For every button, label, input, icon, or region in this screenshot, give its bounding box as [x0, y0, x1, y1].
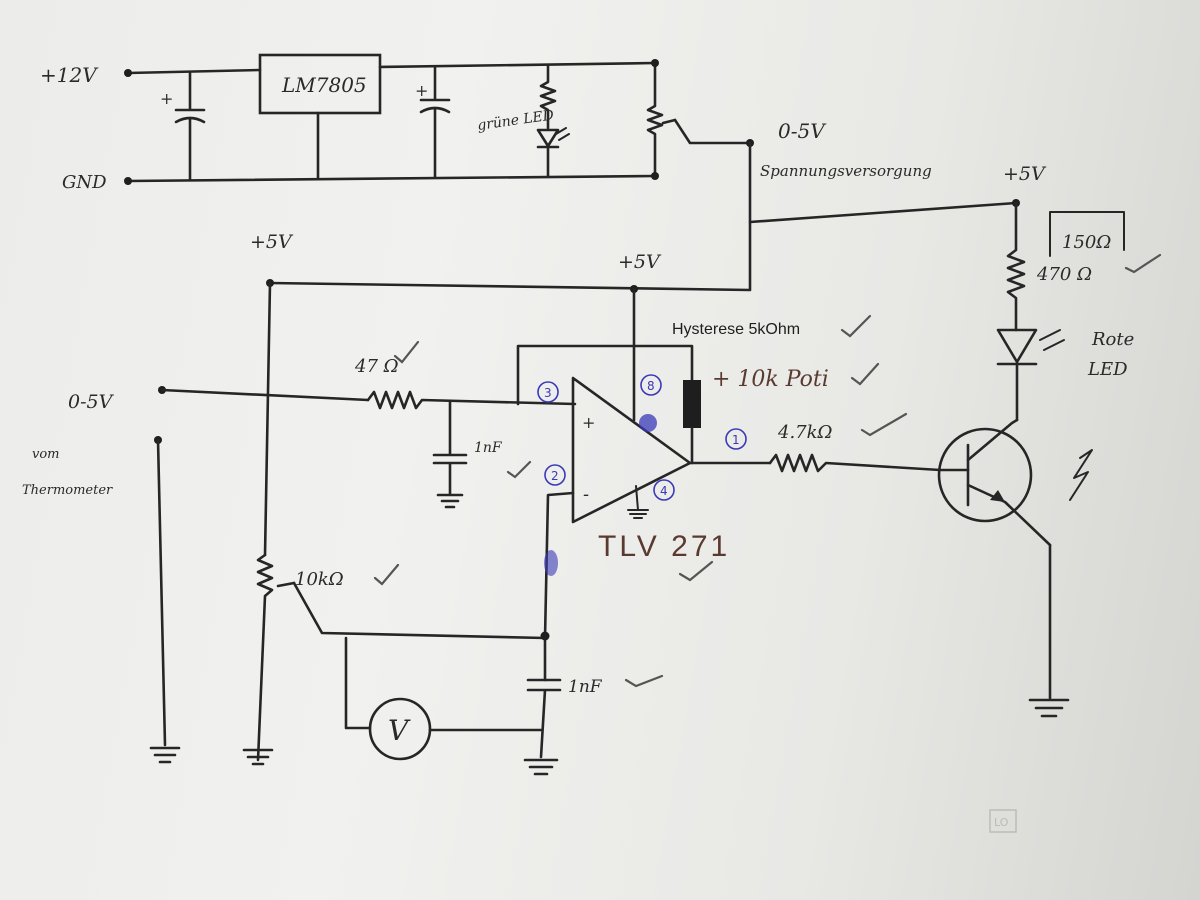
- pin-markers: 3 8 2 1 4: [537, 374, 747, 576]
- pin-8-label: 8: [647, 379, 655, 393]
- opamp-minus-sign: -: [583, 484, 589, 505]
- input-cap-label: 1nF: [474, 440, 503, 456]
- opamp-ground-icon: [627, 485, 649, 519]
- svg-text:+: +: [160, 89, 173, 108]
- pin-1-label: 1: [732, 433, 740, 447]
- red-led-label: Rote LED: [1087, 329, 1140, 380]
- ground-right-icon: [1028, 698, 1070, 718]
- power-supply-section: + +: [124, 53, 1018, 292]
- bottom-capacitor-icon: [526, 678, 562, 759]
- corner-mark-label: LO: [994, 816, 1009, 829]
- opamp-icon: + -: [571, 376, 692, 524]
- led-resistor-old-label: 470 Ω: [1036, 264, 1092, 285]
- gnd-label: GND: [62, 172, 107, 193]
- regulator-label: LM7805: [281, 73, 367, 97]
- supply-potentiometer-icon: [646, 59, 754, 180]
- voltmeter-label: V: [388, 714, 411, 747]
- hysteresis-resistor-icon: [683, 380, 701, 428]
- supply-voltage-label: +12V: [40, 63, 99, 87]
- hysteresis-label: Hysterese 5kOhm: [672, 321, 800, 338]
- input-capacitor-icon: +: [160, 71, 206, 182]
- pot-output-label: 0-5V: [778, 119, 827, 143]
- red-led-icon: [996, 328, 1065, 422]
- input-capacitor-filter-icon: [432, 400, 468, 509]
- opamp-plus-sign: +: [582, 413, 595, 432]
- voltmeter-icon: V: [368, 697, 432, 761]
- svg-text:+: +: [415, 81, 428, 100]
- led-resistor-new-label: 150Ω: [1062, 232, 1111, 253]
- ground-thermometer-icon: [149, 746, 181, 764]
- hysteresis-addition-label: + 10k Poti: [712, 367, 829, 392]
- input-source-label: vom Thermometer: [22, 447, 113, 498]
- ground-bottom-icon: [523, 758, 559, 776]
- input-resistor-label: 47 Ω: [354, 356, 399, 377]
- output-capacitor-icon: +: [415, 66, 451, 179]
- base-resistor-icon: [768, 453, 942, 473]
- pin-2-label: 2: [551, 469, 559, 483]
- vcc-left-label: +5V: [250, 231, 294, 253]
- input-signal-label: 0-5V: [68, 391, 115, 413]
- pin-4-label: 4: [660, 484, 668, 498]
- pin-3-label: 3: [544, 386, 552, 400]
- npn-transistor-icon: [937, 418, 1093, 547]
- regulator-box: [258, 53, 382, 115]
- vcc-opamp-label: +5V: [618, 251, 662, 273]
- pot-output-note: Spannungsversorgung: [760, 162, 932, 180]
- base-resistor-label: 4.7kΩ: [777, 422, 833, 443]
- corner-mark: LO: [989, 809, 1017, 833]
- ground-left-icon: [242, 748, 274, 766]
- pot-10k-label: 10kΩ: [295, 569, 344, 590]
- green-led-icon: [536, 64, 570, 178]
- threshold-potentiometer-icon: 10kΩ: [256, 553, 547, 762]
- opamp-name-label: TLV 271: [598, 530, 730, 563]
- led-resistor-icon: [1006, 201, 1026, 332]
- bottom-cap-label: 1nF: [568, 677, 603, 697]
- vcc-right-label: +5V: [1003, 163, 1047, 185]
- input-resistor-icon: [366, 390, 577, 410]
